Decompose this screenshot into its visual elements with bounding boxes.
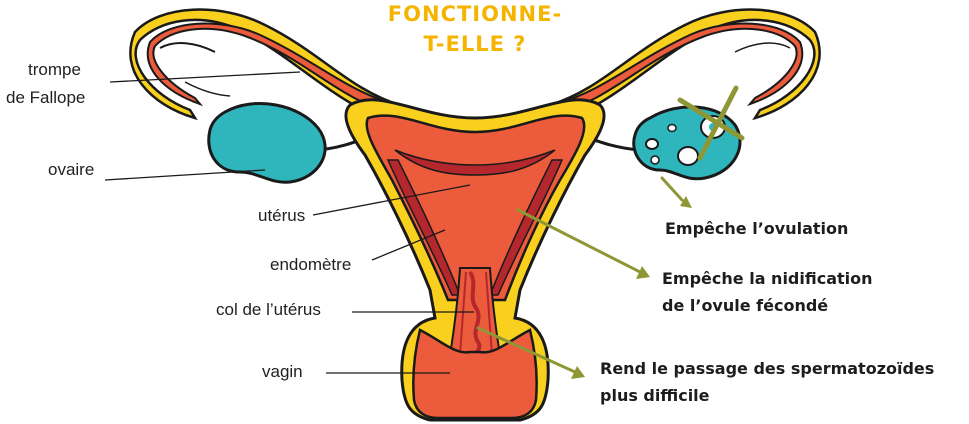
label-col: col de l’utérus — [216, 300, 321, 320]
left-ovary — [209, 103, 325, 182]
label-endometre: endomètre — [270, 255, 351, 275]
effect-nidification-line2: de l’ovule fécondé — [662, 295, 828, 316]
label-trompe-line2: de Fallope — [6, 88, 85, 108]
effect-ovulation: Empêche l’ovulation — [665, 218, 848, 239]
right-ovary — [634, 107, 740, 179]
effect-nidification-line1: Empêche la nidification — [662, 268, 873, 289]
label-trompe-line1: trompe — [28, 60, 81, 80]
label-ovaire: ovaire — [48, 160, 94, 180]
effect-passage-line1: Rend le passage des spermatozoïdes — [600, 358, 934, 379]
effect-passage-line2: plus difficile — [600, 385, 710, 406]
label-vagin: vagin — [262, 362, 303, 382]
label-uterus: utérus — [258, 206, 305, 226]
